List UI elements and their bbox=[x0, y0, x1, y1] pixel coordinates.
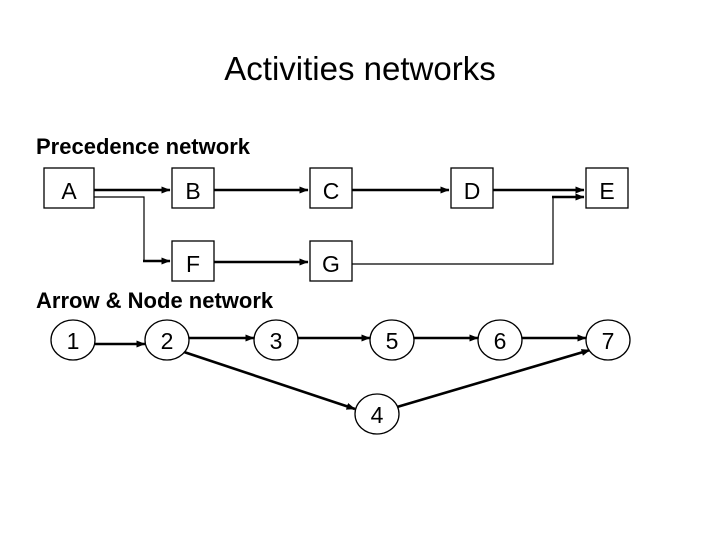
node-ellipse-6-label: 6 bbox=[494, 328, 507, 354]
node-ellipse-4-label: 4 bbox=[371, 402, 384, 428]
edge-4-to-7 bbox=[396, 348, 591, 409]
node-box-f-label: F bbox=[186, 251, 200, 277]
node-box-a[interactable]: A bbox=[43, 167, 95, 209]
node-box-d[interactable]: D bbox=[450, 167, 494, 209]
node-box-f[interactable]: F bbox=[171, 240, 215, 282]
section-heading-precedence-network: Precedence network bbox=[36, 134, 250, 159]
node-box-c-label: C bbox=[323, 178, 340, 204]
arrow-node-nodes: 1 2 3 5 6 7 4 bbox=[50, 319, 631, 435]
precedence-nodes: A B C D E F G bbox=[43, 167, 629, 282]
node-ellipse-2[interactable]: 2 bbox=[144, 319, 190, 361]
node-ellipse-7-label: 7 bbox=[602, 328, 615, 354]
node-ellipse-7[interactable]: 7 bbox=[585, 319, 631, 361]
page-title: Activities networks bbox=[224, 50, 496, 87]
node-ellipse-6[interactable]: 6 bbox=[477, 319, 523, 361]
node-ellipse-4[interactable]: 4 bbox=[354, 393, 400, 435]
node-box-c[interactable]: C bbox=[309, 167, 353, 209]
section-heading-arrow-node-network: Arrow & Node network bbox=[36, 288, 274, 313]
node-ellipse-1[interactable]: 1 bbox=[50, 319, 96, 361]
node-ellipse-5-label: 5 bbox=[386, 328, 399, 354]
edge-2-to-4 bbox=[183, 350, 356, 411]
node-ellipse-5[interactable]: 5 bbox=[369, 319, 415, 361]
node-ellipse-1-label: 1 bbox=[67, 328, 80, 354]
node-box-d-label: D bbox=[464, 178, 481, 204]
edge-a-to-f-elbow bbox=[94, 196, 145, 261]
precedence-edges bbox=[94, 186, 585, 266]
node-box-g-label: G bbox=[322, 251, 340, 277]
node-box-b-label: B bbox=[185, 178, 200, 204]
node-box-g[interactable]: G bbox=[309, 240, 353, 282]
node-ellipse-3[interactable]: 3 bbox=[253, 319, 299, 361]
arrow-node-edges bbox=[95, 334, 591, 411]
node-box-e-label: E bbox=[599, 178, 614, 204]
edge-g-to-e-elbow bbox=[352, 197, 554, 265]
node-box-e[interactable]: E bbox=[585, 167, 629, 209]
node-ellipse-2-label: 2 bbox=[161, 328, 174, 354]
node-box-a-label: A bbox=[61, 178, 77, 204]
node-ellipse-3-label: 3 bbox=[270, 328, 283, 354]
node-box-b[interactable]: B bbox=[171, 167, 215, 209]
